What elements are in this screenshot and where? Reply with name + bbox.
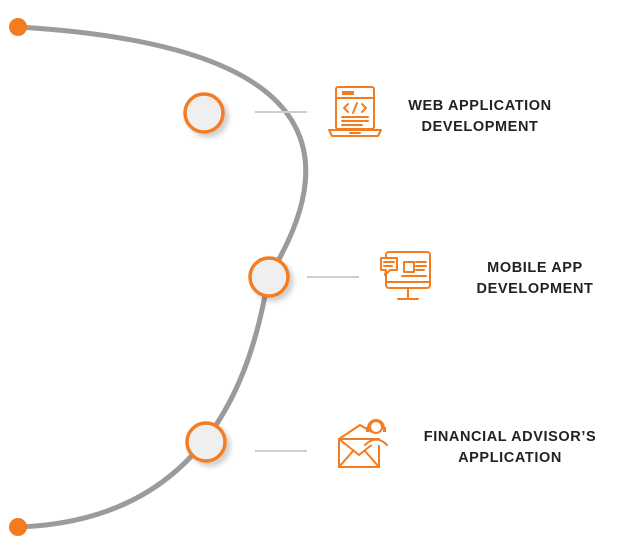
timeline-node-2 <box>248 256 290 298</box>
monitor-chat-icon <box>380 251 431 300</box>
service-label-line: MOBILE APP <box>487 260 583 276</box>
service-label-mobile-app: MOBILE APP DEVELOPMENT <box>445 258 618 300</box>
timeline-node-1 <box>183 92 225 134</box>
service-label-line: FINANCIAL ADVISOR’S <box>423 429 597 445</box>
service-label-line: APPLICATION <box>458 450 562 466</box>
service-label-financial-advisor: FINANCIAL ADVISOR’S APPLICATION <box>405 427 615 469</box>
service-label-line: DEVELOPMENT <box>476 281 594 297</box>
timeline-node-3 <box>185 421 227 463</box>
arc-end-dot <box>9 518 27 536</box>
service-label-line: DEVELOPMENT <box>421 119 539 135</box>
service-label-web-app: WEB APPLICATION DEVELOPMENT <box>390 96 570 138</box>
service-label-line: WEB APPLICATION <box>408 98 552 114</box>
arc-start-dot <box>9 18 27 36</box>
laptop-code-icon <box>328 86 382 137</box>
envelope-support-icon <box>338 419 388 468</box>
